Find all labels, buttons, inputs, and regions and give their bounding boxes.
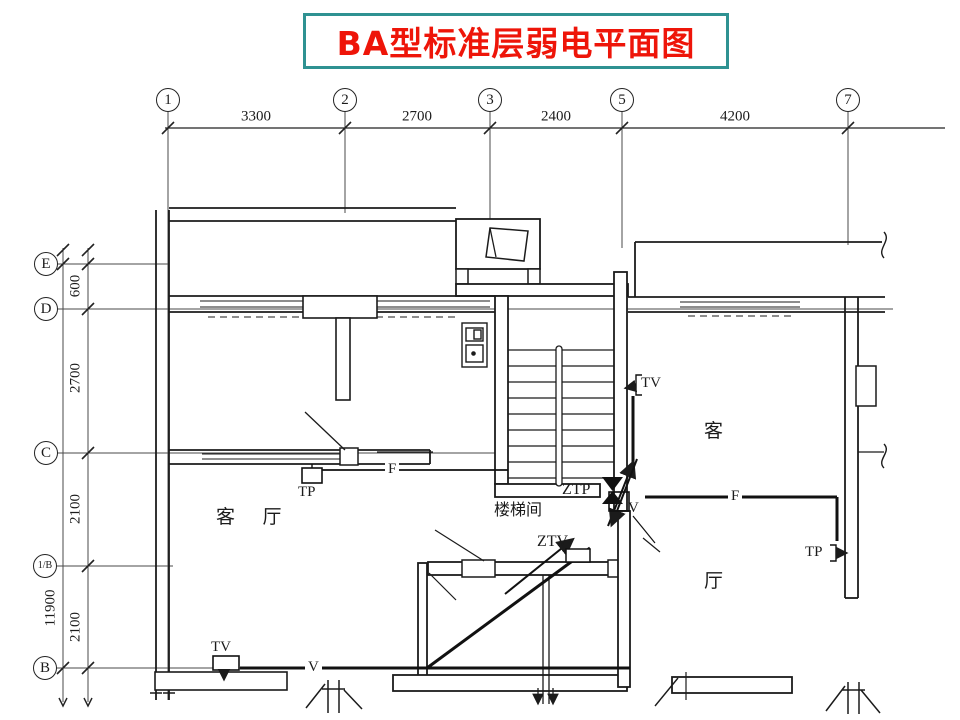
dim-2700-left: 2700 — [67, 363, 84, 393]
grid-lines — [57, 112, 893, 702]
axis-bubble-D: D — [34, 297, 58, 321]
label-ztv: ZTV — [537, 533, 569, 550]
axis-bubble-C: C — [34, 441, 58, 465]
axis-bubble-B: B — [33, 656, 57, 680]
label-tp-right: TP — [805, 544, 823, 560]
label-tv-bottom: TV — [211, 639, 231, 655]
dim-4200: 4200 — [720, 108, 750, 125]
label-tv-stair: TV — [641, 375, 661, 391]
axis-bubble-7: 7 — [836, 88, 860, 112]
dim-2100-b: 2100 — [67, 612, 84, 642]
dim-2400: 2400 — [541, 108, 571, 125]
title-box: BA型标准层弱电平面图 — [303, 13, 729, 69]
dim-3300: 3300 — [241, 108, 271, 125]
axis-bubble-5: 5 — [610, 88, 634, 112]
dim-2700-top: 2700 — [402, 108, 432, 125]
label-ztp: ZTP — [562, 481, 591, 498]
room-label-guest: 客 — [704, 421, 724, 442]
dim-600: 600 — [67, 274, 84, 298]
axis-bubble-1B: 1/B — [33, 554, 57, 578]
room-label-stairwell: 楼梯间 — [494, 502, 543, 519]
axis-bubble-1: 1 — [156, 88, 180, 112]
room-label-living-room: 客 厅 — [216, 507, 288, 528]
cables — [212, 374, 849, 682]
dim-11900: 11900 — [42, 589, 59, 627]
label-f-right: F — [728, 488, 743, 505]
room-label-hall: 厅 — [704, 571, 724, 592]
label-f-left: F — [385, 461, 400, 478]
axis-bubble-E: E — [34, 252, 58, 276]
walls — [150, 207, 887, 714]
label-v-junction: V — [628, 500, 639, 516]
label-v-bottom: V — [305, 659, 322, 676]
axis-bubble-2: 2 — [333, 88, 357, 112]
label-tp-left: TP — [298, 484, 316, 500]
axis-bubble-3: 3 — [478, 88, 502, 112]
dim-2100-a: 2100 — [67, 494, 84, 524]
dimension-lines — [56, 121, 945, 708]
page-title: BA型标准层弱电平面图 — [336, 24, 696, 63]
